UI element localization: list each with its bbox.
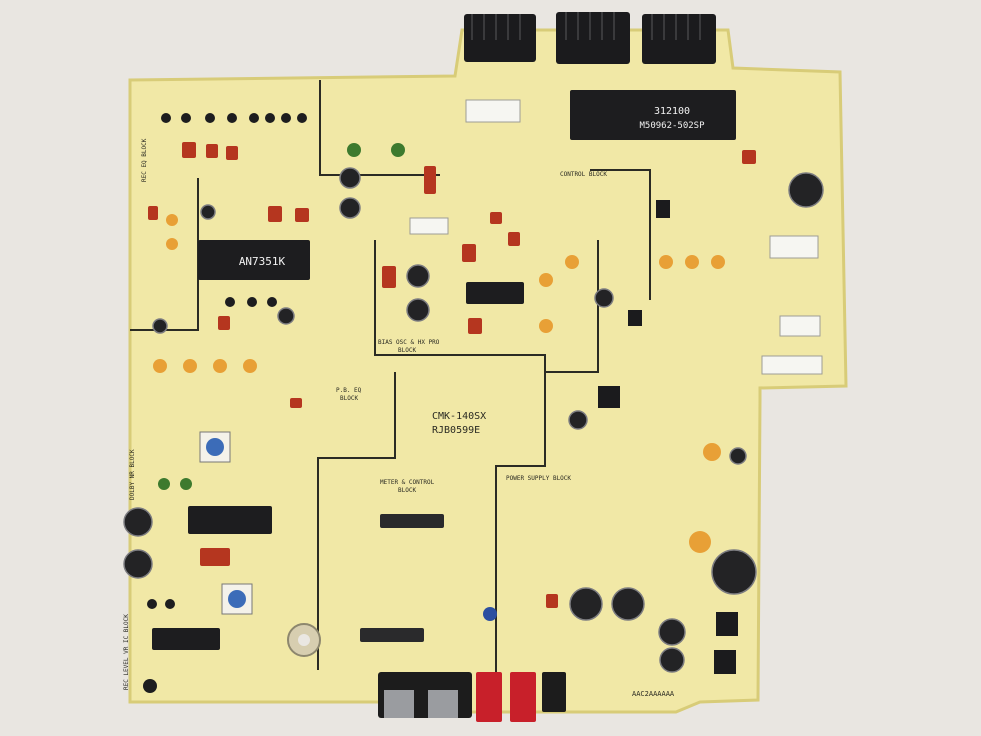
bottom-ic <box>360 628 424 642</box>
blue-trim-pots <box>199 431 497 621</box>
bias-osc-label: BIAS OSC & HX PRO <box>378 339 440 346</box>
amp-ic: AN7351K <box>198 240 310 280</box>
meter-control-block-label: BLOCK <box>398 487 416 494</box>
control-ic-line2: M50962-502SP <box>639 121 705 131</box>
red-resistors <box>148 142 756 608</box>
footer-code: AAC2AAAAAA <box>632 690 675 698</box>
control-block-label: CONTROL BLOCK <box>560 171 607 178</box>
level-ic <box>152 628 220 650</box>
meter-ic <box>380 514 444 528</box>
top-connectors <box>464 12 716 64</box>
part-number-mark: RJB0599E <box>432 425 480 436</box>
pb-eq-block-label: BLOCK <box>340 395 358 402</box>
electrolytic-caps <box>123 167 824 673</box>
orange-trimmers <box>153 214 725 553</box>
mounting-hole <box>287 623 321 657</box>
bias-osc-block-label: BLOCK <box>398 347 416 354</box>
small-transistors <box>143 113 307 693</box>
power-supply-label: POWER SUPPLY BLOCK <box>506 475 571 482</box>
amp-ic-label: AN7351K <box>239 255 286 268</box>
pb-eq-label: P.B. EQ <box>336 387 362 394</box>
control-ic: 312100 M50962-502SP <box>570 90 736 140</box>
white-connectors <box>409 99 823 375</box>
rec-level-label: REC LEVEL VR IC BLOCK <box>123 614 130 690</box>
dolby-nr-label: DOLBY NR BLOCK <box>129 449 136 500</box>
green-caps <box>158 143 405 490</box>
control-ic-line1: 312100 <box>654 106 690 117</box>
rec-eq-label: REC EQ BLOCK <box>141 138 148 182</box>
block-traces <box>130 80 651 690</box>
power-transistors <box>598 200 738 674</box>
bias-ic <box>466 282 524 304</box>
model-mark: CMK-140SX <box>432 411 486 422</box>
nr-ic <box>188 506 272 534</box>
rca-jacks <box>378 672 566 722</box>
meter-control-label: METER & CONTROL <box>380 479 435 486</box>
